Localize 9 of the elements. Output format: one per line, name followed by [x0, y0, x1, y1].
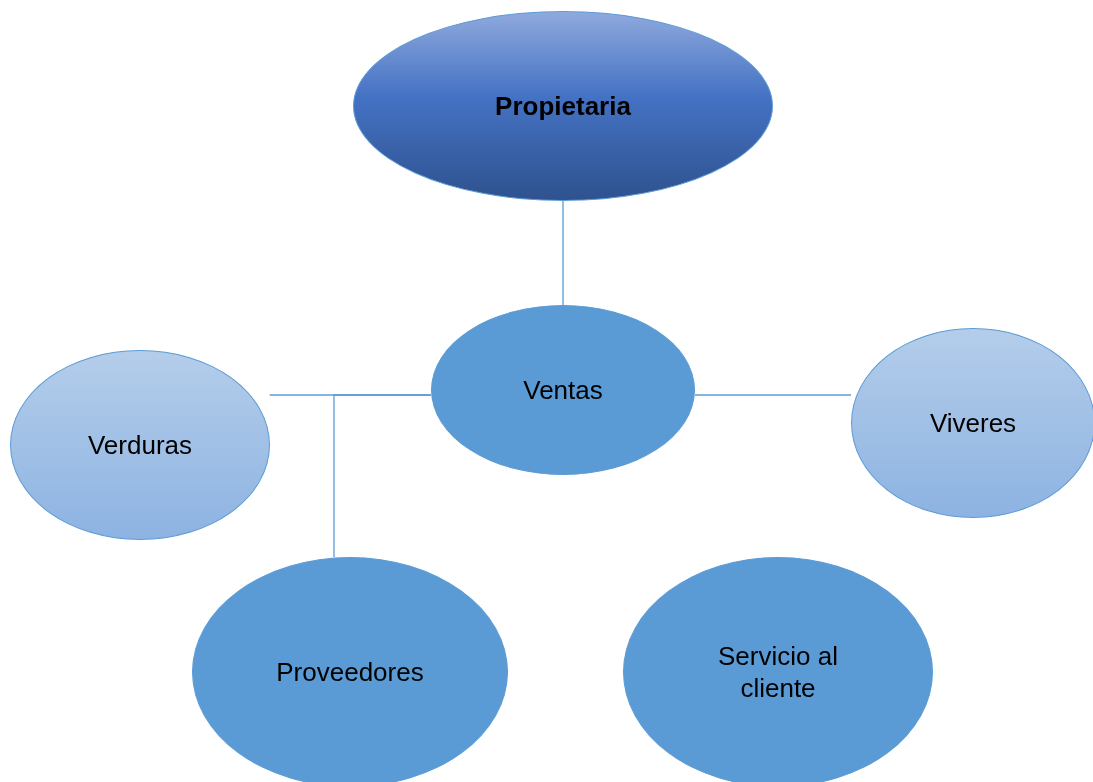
connector-line	[694, 394, 852, 396]
node-label: Ventas	[523, 373, 603, 407]
node-label: Verduras	[87, 428, 193, 462]
node-label: Propietaria	[495, 89, 631, 123]
node-label: Viveres	[929, 406, 1017, 440]
node-label: Servicio al cliente	[717, 639, 839, 705]
connector-line	[333, 394, 432, 558]
connector-line	[562, 200, 564, 306]
node-label: Proveedores	[276, 655, 424, 689]
